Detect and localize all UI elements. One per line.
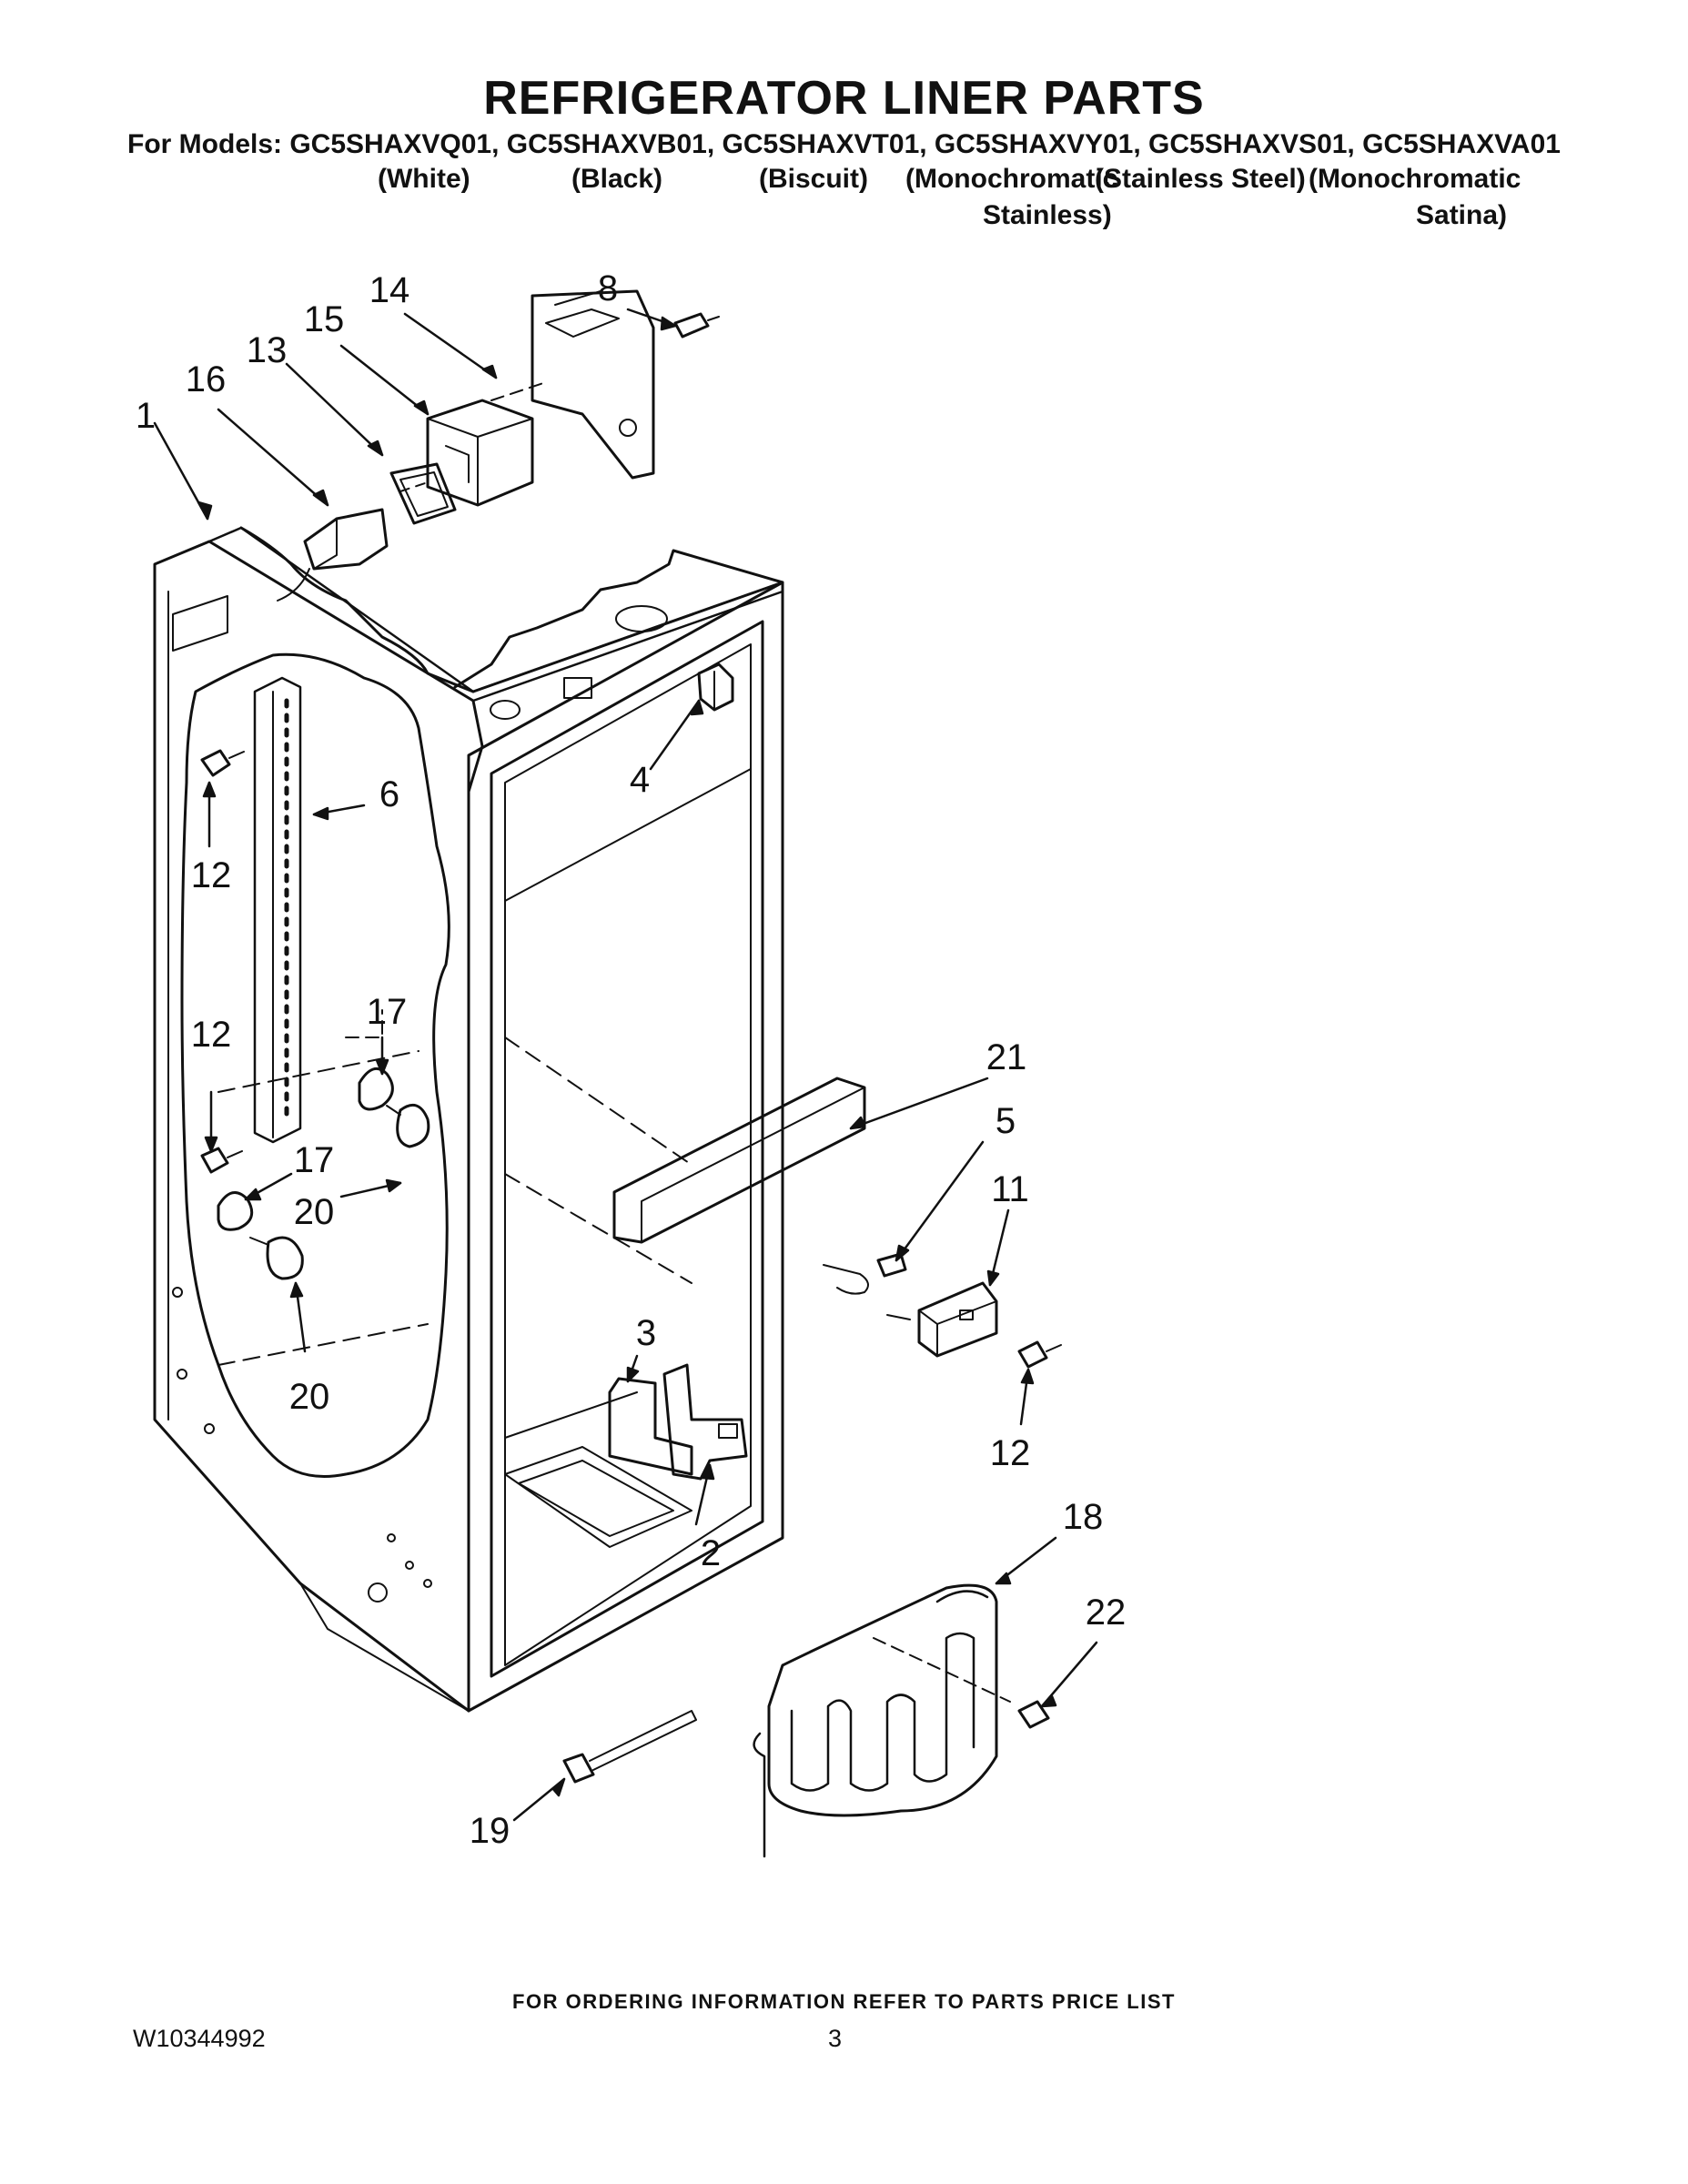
callout-22: 22 [1086,1592,1127,1633]
part-12-screws [200,749,1062,1369]
callout-4: 4 [630,760,650,800]
callout-17-left: 17 [294,1140,335,1180]
page-title: REFRIGERATOR LINER PARTS [483,72,1205,125]
part-22-screw [1017,1700,1050,1729]
models-line: For Models: GC5SHAXVQ01, GC5SHAXVB01, GC… [127,129,1561,159]
part-6-rail [253,676,302,1144]
variant-biscuit: (Biscuit) [759,164,868,194]
part-13-gasket [389,462,457,525]
callout-6: 6 [379,774,399,814]
part-11-switch [886,1281,998,1358]
callout-14: 14 [369,270,410,310]
callout-12-right: 12 [990,1433,1031,1473]
callout-11: 11 [991,1169,1029,1209]
callout-12-lower: 12 [191,1015,232,1055]
document-id: W10344992 [133,2025,266,2052]
callout-3: 3 [636,1313,656,1353]
variant-white: (White) [378,164,470,194]
callout-8: 8 [598,268,618,308]
variant-stainless-steel: (Stainless Steel) [1095,164,1306,194]
variant-black: (Black) [571,164,663,194]
model-variants: (White) (Black) (Biscuit) (Monochromatic… [0,164,1688,237]
part-15-housing [426,399,534,507]
callout-20-lower: 20 [289,1377,330,1417]
callout-5: 5 [996,1101,1016,1141]
variant-mono-satina: (Monochromatic [1309,164,1521,194]
page-number: 3 [828,2025,843,2052]
leader-lines [153,308,1098,1822]
callout-20-upper: 20 [294,1192,335,1232]
callout-18: 18 [1063,1497,1104,1537]
part-17-sockets [217,1009,394,1231]
part-16-control [277,508,389,602]
liner-cabinet [153,526,784,1713]
variant-mono-stainless-2: Stainless) [983,200,1112,230]
callout-21: 21 [986,1037,1027,1077]
callout-12-upper: 12 [191,855,232,895]
callout-19: 19 [470,1811,510,1851]
ordering-note: FOR ORDERING INFORMATION REFER TO PARTS … [512,1990,1176,2013]
part-4-clip [697,662,734,712]
part-19-tie [562,1710,697,1784]
part-21-shield [612,1077,866,1244]
part-5-harness [823,1252,907,1295]
callout-13: 13 [247,330,288,370]
part-8-screw [673,312,720,339]
part-20-bulbs [249,1103,430,1280]
part-2-bracket [662,1363,748,1481]
callout-16: 16 [186,359,227,399]
part-18-heater [753,1583,1011,1858]
callout-15: 15 [304,299,345,339]
part-3-bracket [608,1377,693,1476]
variant-mono-stainless: (Monochromatic [905,164,1118,194]
callout-2: 2 [701,1533,721,1573]
callout-1: 1 [136,396,156,436]
part-14-cover [399,289,655,492]
callout-labels: 1 16 13 15 14 8 4 6 12 12 17 17 20 20 21… [136,268,1126,1851]
callout-17-right: 17 [367,992,408,1032]
variant-mono-satina-2: Satina) [1416,200,1508,230]
